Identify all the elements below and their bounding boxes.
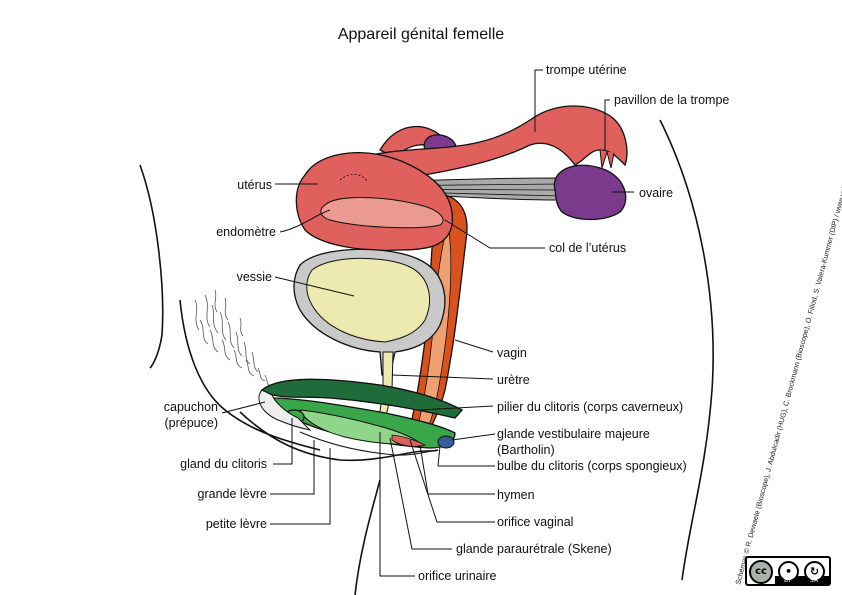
endometrium: [320, 197, 444, 229]
bladder-lumen: [306, 257, 431, 343]
label-bartholin-line1: glande vestibulaire majeure: [497, 427, 650, 441]
label-ovary: ovaire: [639, 186, 673, 200]
bartholin-gland: [437, 435, 455, 449]
label-uterus: utérus: [237, 178, 272, 192]
endometrium-dots: [339, 173, 369, 183]
thigh-contour: [354, 479, 381, 595]
label-vagina: vagin: [497, 346, 527, 360]
ovary-right: [553, 164, 627, 221]
label-hood-line2: (prépuce): [165, 416, 219, 430]
label-cervix: col de l’utérus: [549, 241, 626, 255]
credit-text: Schémas © R. Dewaele (Bioscope), J. Abdu…: [733, 158, 842, 585]
label-clitoral-crus: pilier du clitoris (corps caverneux): [497, 400, 683, 414]
back-contour: [659, 119, 714, 581]
cc-license-badge: cc • ↻ BY SA: [745, 556, 831, 586]
fallopian-tube-right: [349, 105, 628, 186]
fimbriae: [599, 149, 615, 169]
pubic-contour: [179, 299, 321, 451]
label-bulb: bulbe du clitoris (corps spongieux): [497, 459, 687, 473]
vulva-outer-contour: [239, 411, 439, 462]
hymen-area: [391, 434, 427, 447]
label-glans: gland du clitoris: [180, 457, 267, 471]
clitoral-hood: [258, 389, 312, 431]
label-infundibulum: pavillon de la trompe: [614, 93, 729, 107]
labia-minora-line: [299, 431, 439, 456]
label-fallopian-tube: trompe utérine: [546, 63, 627, 77]
label-hood-line1: capuchon: [164, 400, 218, 414]
attribution-icon: •: [778, 561, 799, 582]
label-bartholin-line2: (Bartholin): [497, 443, 555, 457]
belly-contour: [139, 164, 164, 369]
label-bladder: vessie: [237, 270, 272, 284]
pubic-hair: [194, 289, 273, 388]
by-label: BY: [784, 577, 792, 584]
share-alike-icon: ↻: [804, 561, 825, 582]
leader-lines: [221, 69, 634, 577]
label-skene-gland: glande paraurétrale (Skene): [456, 542, 612, 556]
label-urethra: urètre: [497, 373, 530, 387]
diagram-title: Appareil génital femelle: [338, 26, 504, 43]
cc-label-bar: [775, 576, 829, 584]
label-hymen: hymen: [497, 488, 535, 502]
label-endometrium: endomètre: [216, 225, 276, 239]
clitoris-crus: [260, 378, 464, 419]
label-vaginal-orifice: orifice vaginal: [497, 515, 573, 529]
cc-icon: cc: [749, 560, 773, 584]
sa-label: SA: [810, 577, 819, 584]
label-urinary-orifice: orifice urinaire: [418, 569, 497, 583]
label-labia-majora: grande lèvre: [198, 487, 268, 501]
label-labia-minora: petite lèvre: [206, 517, 267, 531]
